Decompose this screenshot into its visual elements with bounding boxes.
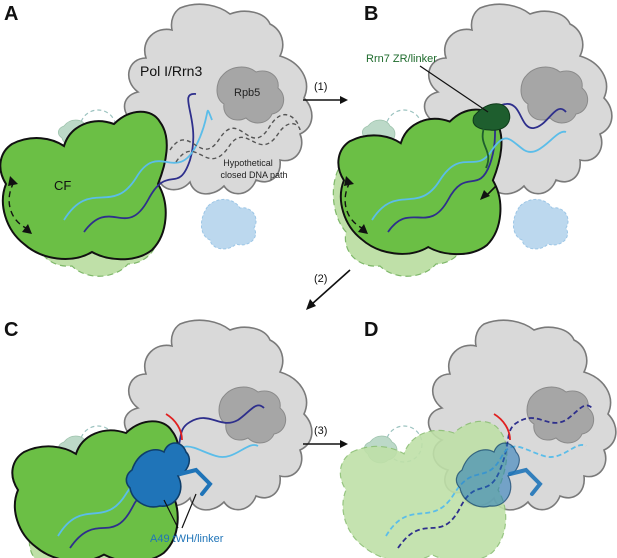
step-2-arrowhead bbox=[306, 299, 316, 310]
a49-twh-shape bbox=[455, 442, 520, 508]
a49-label: A49 tWH/linker bbox=[150, 533, 224, 545]
step-1-arrowhead bbox=[340, 96, 348, 104]
rrn7-linker bbox=[481, 127, 490, 169]
a49-pointer-line-1 bbox=[163, 499, 179, 529]
step-2-arrow bbox=[311, 269, 351, 305]
step-1-label: (1) bbox=[314, 81, 327, 93]
small-arrowhead bbox=[480, 190, 490, 200]
rrn7-label: Rrn7 ZR/linker bbox=[366, 53, 437, 65]
dna-dark-strand bbox=[397, 404, 593, 549]
rotation-arrow bbox=[8, 181, 27, 229]
dna-dark-strand bbox=[387, 103, 567, 233]
panel-d: D bbox=[339, 319, 617, 558]
a49-pointer-line-2 bbox=[181, 493, 197, 529]
rotation-arrowhead-top bbox=[8, 176, 18, 186]
pol-label: Pol I/Rrn3 bbox=[140, 63, 202, 79]
red-strand bbox=[493, 413, 511, 441]
a49-linker bbox=[508, 467, 543, 496]
dna-light-strand bbox=[63, 109, 213, 221]
red-strand bbox=[165, 413, 183, 441]
panel-a: A Pol I/Rrn3 Rpb5 CF Hypothetical closed… bbox=[0, 3, 313, 277]
rotation-arrowhead-bottom bbox=[22, 224, 32, 234]
cf-label: CF bbox=[54, 178, 71, 193]
panel-c: C A49 tWH/linker bbox=[4, 319, 313, 558]
step-3: (3) bbox=[303, 425, 348, 448]
panel-letter-c: C bbox=[4, 319, 18, 341]
step-3-arrowhead bbox=[340, 440, 348, 448]
a49-linker bbox=[178, 467, 213, 496]
step-2: (2) bbox=[306, 269, 351, 310]
rotation-arrow bbox=[344, 181, 363, 229]
panel-b: B Rrn7 ZR/linker bbox=[332, 3, 613, 277]
panel-letter-a: A bbox=[4, 3, 18, 25]
rrn7-pointer-line bbox=[419, 65, 489, 113]
light-blue-blob bbox=[200, 198, 257, 250]
step-3-label: (3) bbox=[314, 425, 327, 437]
a49-twh-shape bbox=[125, 442, 191, 508]
rpb5-label: Rpb5 bbox=[234, 87, 260, 99]
hypothetical-line2: closed DNA path bbox=[220, 170, 287, 180]
cf-shape bbox=[0, 110, 168, 261]
rrn7-zr-shape bbox=[472, 103, 511, 131]
rotation-arrowhead-top bbox=[344, 176, 354, 186]
hypothetical-line1: Hypothetical bbox=[223, 158, 273, 168]
rotation-arrowhead-bottom bbox=[358, 224, 368, 234]
panel-letter-b: B bbox=[364, 3, 378, 25]
dna-light-strand bbox=[371, 130, 567, 221]
step-2-label: (2) bbox=[314, 273, 327, 285]
dna-dark-strand bbox=[83, 93, 197, 233]
light-blue-blob bbox=[512, 198, 569, 250]
panel-letter-d: D bbox=[364, 319, 378, 341]
step-1: (1) bbox=[303, 81, 348, 104]
